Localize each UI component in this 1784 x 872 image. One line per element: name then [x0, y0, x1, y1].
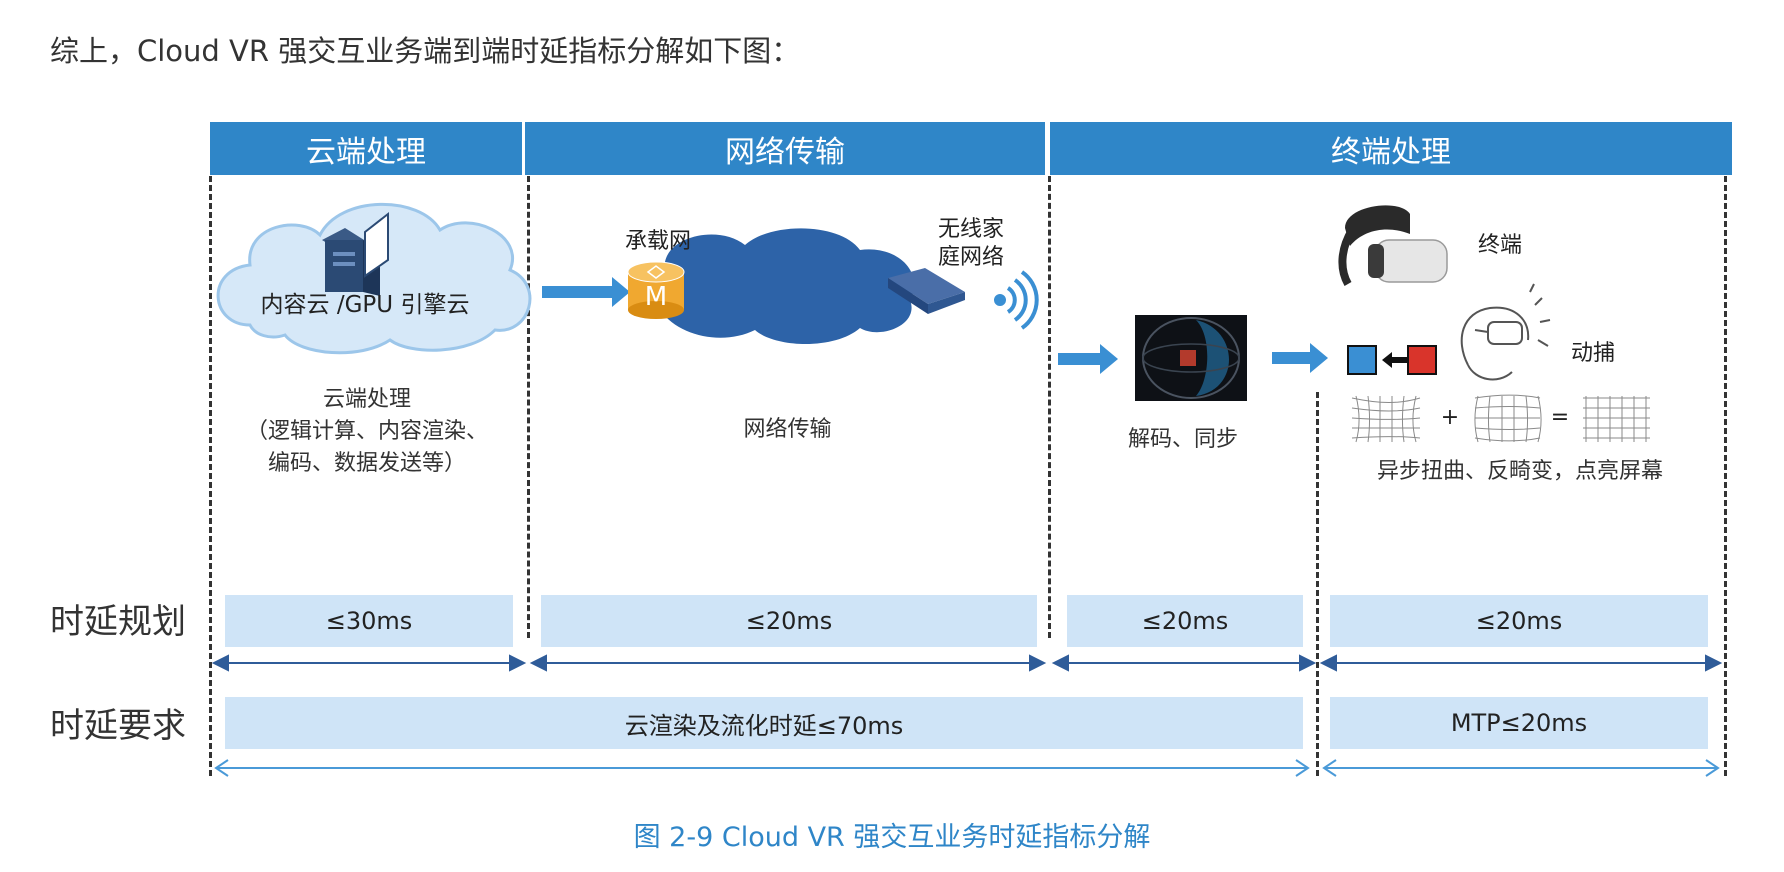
header-network-label: 网络传输	[725, 134, 845, 170]
plan-band-network: ≤20ms	[541, 595, 1037, 647]
capture-blue-square-icon	[1347, 345, 1377, 375]
plan-value-network: ≤20ms	[745, 607, 833, 635]
header-network-transmission: 网络传输	[525, 122, 1045, 175]
intro-text: 综上，Cloud VR 强交互业务端到端时延指标分解如下图：	[50, 34, 801, 68]
require-band-mtp: MTP≤20ms	[1330, 697, 1708, 749]
cloud-desc-line3: 编码、数据发送等）	[267, 451, 466, 476]
plan-band-decode: ≤20ms	[1067, 595, 1303, 647]
divider-right	[1724, 176, 1727, 776]
require-arrows	[214, 759, 1720, 777]
divider-decode-render	[1316, 392, 1319, 776]
motion-capture-label: 动捕	[1571, 341, 1615, 366]
plan-value-decode: ≤20ms	[1141, 607, 1229, 635]
cloud-desc-line2: （逻辑计算、内容渲染、	[245, 419, 488, 444]
wifi-label-line2: 庭网络	[938, 245, 1004, 270]
plan-row-label: 时延规划	[50, 602, 186, 642]
render-steps-label: 异步扭曲、反畸变，点亮屏幕	[1376, 459, 1663, 484]
distorted-grid-icon	[1351, 395, 1421, 443]
divider-network-terminal	[1048, 176, 1051, 638]
router-m-icon: M	[627, 261, 685, 319]
require-value-cloud-stream: 云渲染及流化时延≤70ms	[624, 711, 904, 740]
network-desc: 网络传输	[743, 417, 832, 442]
capture-arrow-icon	[1382, 352, 1408, 368]
wifi-label-line1: 无线家	[938, 217, 1004, 242]
divider-cloud-network	[527, 176, 530, 638]
cloud-desc-line1: 云端处理	[322, 387, 411, 412]
plan-band-cloud: ≤30ms	[225, 595, 513, 647]
decode-sphere-icon	[1135, 315, 1247, 401]
arrow-to-network-icon	[542, 277, 630, 307]
router-letter: M	[645, 282, 667, 312]
plan-arrows	[211, 654, 1723, 672]
headset-label: 终端	[1478, 233, 1522, 258]
plus-sign: +	[1441, 405, 1459, 430]
user-head-sketch-icon	[1460, 283, 1551, 381]
require-value-mtp: MTP≤20ms	[1450, 709, 1588, 737]
wifi-signal-icon	[994, 270, 1039, 330]
header-cloud-label: 云端处理	[306, 134, 426, 170]
content-cloud-label: 内容云 /GPU 引擎云	[261, 292, 470, 318]
figure-caption: 图 2-9 Cloud VR 强交互业务时延指标分解	[633, 822, 1151, 853]
server-icon	[322, 211, 389, 296]
straight-grid-icon	[1583, 396, 1650, 442]
require-row-label: 时延要求	[50, 706, 186, 746]
plan-value-render: ≤20ms	[1475, 607, 1563, 635]
warp-grid-icon	[1474, 394, 1542, 443]
plan-band-render: ≤20ms	[1330, 595, 1708, 647]
header-cloud-processing: 云端处理	[210, 122, 522, 175]
plan-value-cloud: ≤30ms	[325, 607, 413, 635]
arrow-to-decode-icon	[1058, 344, 1118, 374]
vr-headset-icon	[1338, 205, 1448, 286]
bearer-network-cloud-icon	[635, 228, 914, 344]
equals-sign: =	[1551, 405, 1569, 430]
require-band-cloud-stream: 云渲染及流化时延≤70ms	[225, 697, 1303, 749]
wifi-router-icon	[888, 268, 965, 314]
decode-sync-label: 解码、同步	[1127, 427, 1238, 452]
divider-left	[209, 176, 212, 776]
header-terminal-label: 终端处理	[1331, 134, 1451, 170]
arrow-to-capture-icon	[1272, 343, 1328, 373]
bearer-network-label: 承载网	[625, 229, 691, 254]
header-terminal-processing: 终端处理	[1050, 122, 1732, 175]
capture-red-square-icon	[1407, 345, 1437, 375]
